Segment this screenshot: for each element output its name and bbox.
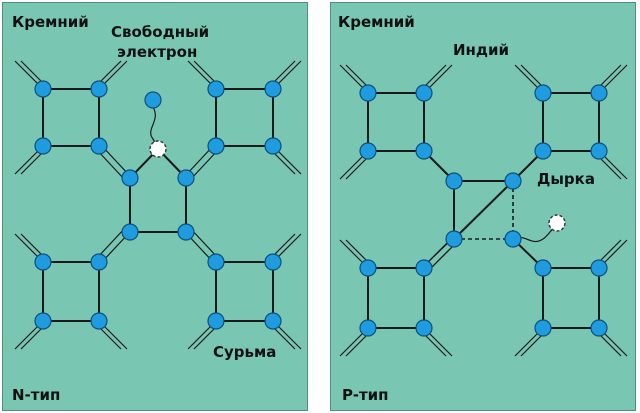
silicon-atom bbox=[264, 312, 282, 330]
silicon-atom bbox=[445, 172, 463, 190]
silicon-atom bbox=[415, 84, 433, 102]
silicon-atom bbox=[359, 142, 377, 160]
silicon-atom bbox=[121, 169, 139, 187]
free-electron-label-line1: Свободный bbox=[111, 23, 210, 41]
silicon-atom bbox=[207, 312, 225, 330]
silicon-atom bbox=[415, 142, 433, 160]
silicon-atom bbox=[264, 137, 282, 155]
silicon-atom bbox=[359, 259, 377, 277]
silicon-atom bbox=[177, 223, 195, 241]
lattice-square-top-right bbox=[512, 64, 628, 182]
free-electron-label-line2: электрон bbox=[117, 43, 198, 61]
free-electron bbox=[144, 91, 162, 109]
lattice-square-bottom-right bbox=[512, 238, 628, 357]
silicon-atom bbox=[90, 312, 108, 330]
silicon-atom bbox=[534, 142, 552, 160]
hole-marker bbox=[548, 214, 566, 232]
p-dopant-label: Индий bbox=[453, 41, 510, 59]
lattice-square-bottom-right bbox=[185, 227, 302, 350]
p-type-lattice bbox=[339, 64, 628, 357]
silicon-atom bbox=[90, 80, 108, 98]
n-material-label: Кремний bbox=[12, 13, 89, 31]
silicon-atom bbox=[445, 230, 463, 248]
p-type-label: P-тип bbox=[342, 386, 389, 404]
silicon-atom bbox=[121, 223, 139, 241]
silicon-atom bbox=[359, 319, 377, 337]
lattice-square-top-left bbox=[14, 60, 130, 181]
silicon-atom bbox=[90, 137, 108, 155]
lattice-square-bottom-left bbox=[339, 238, 456, 357]
p-material-label: Кремний bbox=[338, 13, 415, 31]
silicon-atom bbox=[34, 253, 52, 271]
silicon-atom bbox=[264, 253, 282, 271]
silicon-atom bbox=[359, 84, 377, 102]
n-type-panel: Кремний Свободный электрон Сурьма N-тип bbox=[2, 2, 308, 411]
silicon-atom bbox=[34, 137, 52, 155]
lattice-center-cell bbox=[424, 180, 514, 271]
n-type-lattice bbox=[14, 60, 302, 350]
n-type-label: N-тип bbox=[12, 386, 61, 404]
silicon-atom bbox=[34, 312, 52, 330]
silicon-atom bbox=[207, 80, 225, 98]
silicon-atom bbox=[415, 319, 433, 337]
silicon-atom bbox=[534, 84, 552, 102]
lattice-square-top-left bbox=[339, 64, 455, 182]
silicon-atom bbox=[590, 259, 608, 277]
silicon-atom bbox=[34, 80, 52, 98]
silicon-atom bbox=[504, 172, 522, 190]
silicon-atom bbox=[590, 319, 608, 337]
n-dopant-label: Сурьма bbox=[213, 343, 277, 361]
lattice-square-top-right bbox=[185, 60, 302, 181]
silicon-atom bbox=[590, 84, 608, 102]
silicon-atom bbox=[534, 259, 552, 277]
silicon-atom bbox=[590, 142, 608, 160]
hole-label: Дырка bbox=[537, 170, 595, 188]
p-type-panel: Кремний Индий Дырка P-тип bbox=[330, 2, 636, 411]
silicon-atom bbox=[534, 319, 552, 337]
silicon-atom bbox=[207, 137, 225, 155]
silicon-atom bbox=[207, 253, 225, 271]
silicon-atom bbox=[504, 230, 522, 248]
electron-vacancy bbox=[149, 140, 167, 158]
lattice-center-cell bbox=[129, 148, 187, 233]
silicon-atom bbox=[177, 169, 195, 187]
silicon-atom bbox=[90, 253, 108, 271]
lattice-square-bottom-left bbox=[14, 227, 130, 350]
silicon-atom bbox=[415, 259, 433, 277]
silicon-atom bbox=[264, 80, 282, 98]
